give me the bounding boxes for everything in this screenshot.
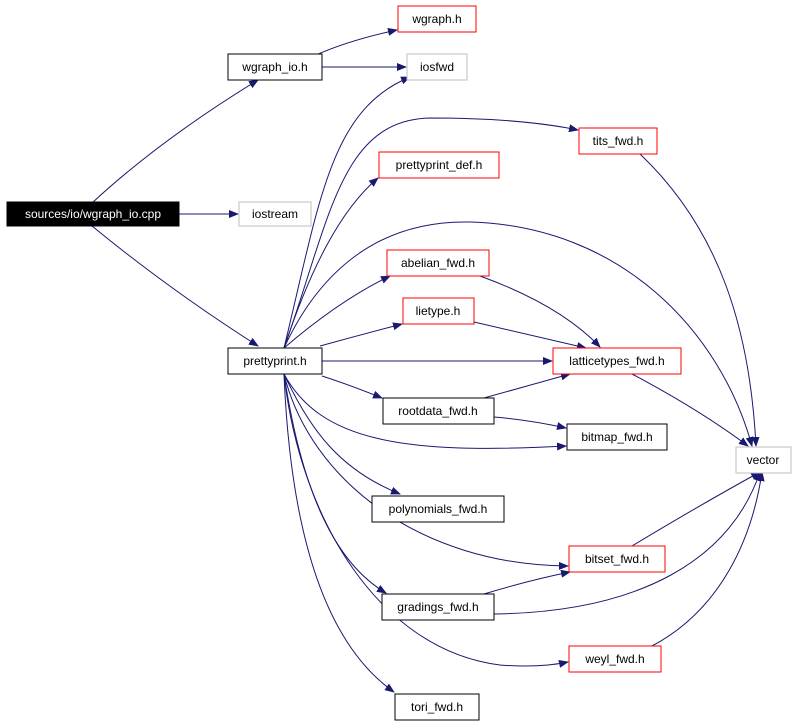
node-polynomials-fwd-h[interactable]: polynomials_fwd.h: [371, 495, 505, 523]
edge-prettyprint-h-to-bitmap-fwd-h: [283, 373, 567, 451]
node-lietype-h[interactable]: lietype.h: [402, 297, 475, 325]
svg-text:tits_fwd.h: tits_fwd.h: [593, 134, 644, 148]
node-vector[interactable]: vector: [735, 446, 792, 474]
node-gradings-fwd-h[interactable]: gradings_fwd.h: [381, 593, 495, 621]
edge-prettyprint-h-to-prettyprint-def-h: [283, 177, 379, 349]
svg-text:rootdata_fwd.h: rootdata_fwd.h: [398, 404, 477, 418]
node-wgraph-io-h[interactable]: wgraph_io.h: [227, 53, 323, 81]
node-tits-fwd-h[interactable]: tits_fwd.h: [578, 127, 658, 155]
edge-latticetypes-fwd-h-to-vector: [631, 373, 749, 447]
nodes-layer: sources/io/wgraph_io.cpp wgraph_io.h wgr…: [6, 5, 792, 721]
edge-prettyprint-h-to-tori-fwd-h: [283, 373, 395, 693]
svg-text:wgraph.h: wgraph.h: [411, 12, 461, 26]
svg-text:iosfwd: iosfwd: [420, 60, 454, 74]
edge-weyl-fwd-h-to-vector: [651, 471, 765, 647]
svg-text:lietype.h: lietype.h: [416, 304, 461, 318]
edge-gradings-fwd-h-to-vector: [493, 471, 761, 615]
svg-text:bitmap_fwd.h: bitmap_fwd.h: [581, 430, 652, 444]
edge-lietype-h-to-latticetypes-fwd-h: [473, 321, 587, 350]
edge-bitset-fwd-h-to-vector: [631, 471, 761, 547]
edge-prettyprint-h-to-iosfwd: [283, 76, 411, 349]
node-rootdata-fwd-h[interactable]: rootdata_fwd.h: [382, 397, 495, 425]
node-prettyprint-h[interactable]: prettyprint.h: [227, 347, 323, 375]
svg-text:tori_fwd.h: tori_fwd.h: [411, 700, 463, 714]
node-wgraph-io-cpp[interactable]: sources/io/wgraph_io.cpp: [6, 201, 180, 227]
node-bitmap-fwd-h[interactable]: bitmap_fwd.h: [566, 423, 668, 451]
node-abelian-fwd-h[interactable]: abelian_fwd.h: [386, 249, 490, 277]
svg-text:sources/io/wgraph_io.cpp: sources/io/wgraph_io.cpp: [25, 207, 161, 221]
svg-text:polynomials_fwd.h: polynomials_fwd.h: [389, 502, 488, 516]
edge-prettyprint-h-to-gradings-fwd-h: [283, 373, 387, 594]
edge-rootdata-fwd-h-to-bitmap-fwd-h: [493, 416, 567, 430]
edge-wgraph-io-cpp-to-wgraph-io-h: [91, 79, 259, 204]
node-iosfwd[interactable]: iosfwd: [406, 53, 468, 81]
edge-prettyprint-h-to-lietype-h: [319, 322, 403, 347]
edges-layer: [91, 27, 765, 693]
svg-text:prettyprint.h: prettyprint.h: [243, 354, 306, 368]
node-bitset-fwd-h[interactable]: bitset_fwd.h: [568, 545, 666, 573]
node-weyl-fwd-h[interactable]: weyl_fwd.h: [568, 645, 662, 673]
svg-text:gradings_fwd.h: gradings_fwd.h: [397, 600, 478, 614]
edge-rootdata-fwd-h-to-latticetypes-fwd-h: [483, 372, 571, 399]
edge-prettyprint-h-to-weyl-fwd-h: [283, 373, 569, 668]
svg-text:weyl_fwd.h: weyl_fwd.h: [584, 652, 644, 666]
svg-text:vector: vector: [747, 453, 780, 467]
edge-prettyprint-h-to-vector: [283, 221, 754, 447]
svg-text:bitset_fwd.h: bitset_fwd.h: [585, 552, 649, 566]
edge-abelian-fwd-h-to-latticetypes-fwd-h: [479, 275, 601, 348]
edge-prettyprint-h-to-rootdata-fwd-h: [321, 375, 383, 399]
svg-text:prettyprint_def.h: prettyprint_def.h: [396, 158, 483, 172]
node-iostream[interactable]: iostream: [238, 201, 312, 227]
svg-text:iostream: iostream: [252, 207, 298, 221]
svg-text:latticetypes_fwd.h: latticetypes_fwd.h: [569, 354, 664, 368]
edge-prettyprint-h-to-abelian-fwd-h: [283, 275, 391, 349]
node-tori-fwd-h[interactable]: tori_fwd.h: [394, 693, 480, 721]
node-prettyprint-def-h[interactable]: prettyprint_def.h: [378, 151, 500, 179]
edge-wgraph-io-cpp-to-prettyprint-h: [91, 225, 259, 347]
svg-text:abelian_fwd.h: abelian_fwd.h: [401, 256, 475, 270]
node-wgraph-h[interactable]: wgraph.h: [397, 5, 477, 33]
edge-gradings-fwd-h-to-bitset-fwd-h: [483, 569, 571, 595]
edge-tits-fwd-h-to-vector: [639, 153, 760, 447]
edge-prettyprint-h-to-tits-fwd-h: [283, 117, 579, 349]
edge-prettyprint-h-to-polynomials-fwd-h: [283, 373, 401, 495]
edge-wgraph-io-h-to-wgraph-h: [315, 27, 398, 56]
node-latticetypes-fwd-h[interactable]: latticetypes_fwd.h: [552, 347, 682, 375]
svg-text:wgraph_io.h: wgraph_io.h: [241, 60, 307, 74]
